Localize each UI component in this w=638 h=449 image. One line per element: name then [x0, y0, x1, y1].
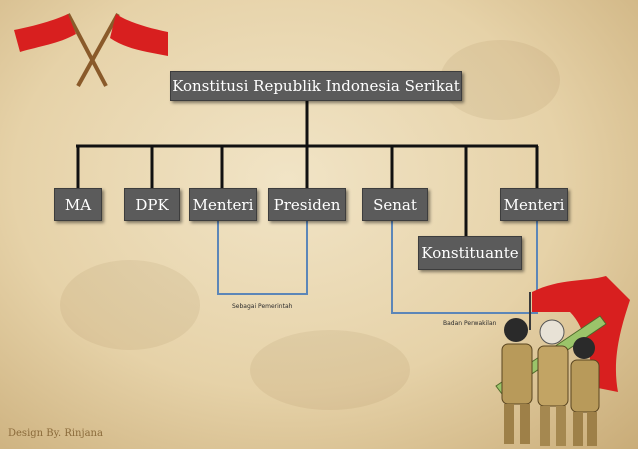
paper-stain [60, 260, 200, 350]
node-senat: Senat [362, 188, 428, 221]
node-presiden: Presiden [268, 188, 346, 221]
hierarchy-lines [76, 100, 539, 236]
design-credit: Design By. Rinjana [8, 428, 103, 439]
figure-middle [537, 319, 569, 446]
perwakilan-relation-line [391, 221, 538, 314]
caption-badan-perwakilan: Badan Perwakilan [443, 320, 497, 327]
paper-stain [250, 330, 410, 410]
pemerintah-relation-line [217, 221, 308, 295]
node-ma: MA [54, 188, 102, 221]
node-menteri-right: Menteri [500, 188, 568, 221]
caption-sebagai-pemerintah: Sebagai Pemerintah [232, 303, 293, 310]
node-konstituante: Konstituante [418, 236, 522, 270]
flag-pole [66, 13, 108, 87]
node-dpk: DPK [124, 188, 180, 221]
relation-lines [217, 221, 538, 314]
flag-right [110, 14, 168, 56]
root-node-konstitusi: Konstitusi Republik Indonesia Serikat [170, 71, 462, 101]
figure-left [501, 318, 533, 444]
flag-pole [76, 13, 120, 87]
flag-left [14, 14, 76, 52]
figure-right [570, 337, 600, 446]
node-menteri-left: Menteri [189, 188, 257, 221]
flag-large [532, 276, 630, 392]
